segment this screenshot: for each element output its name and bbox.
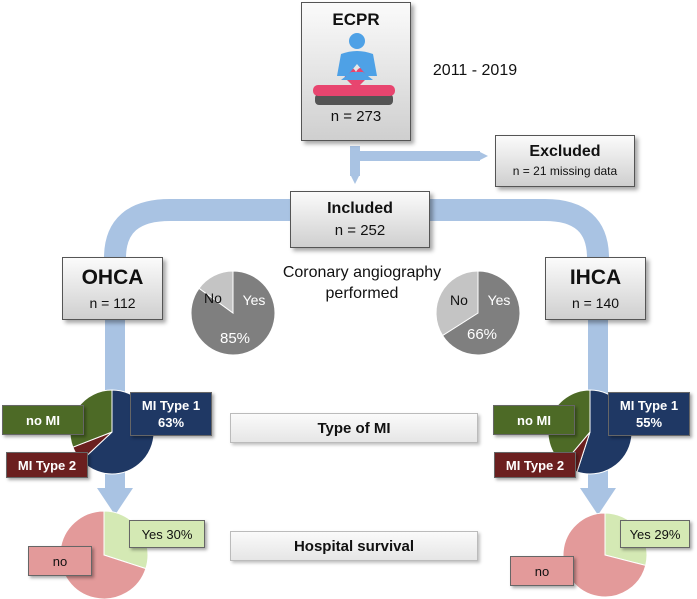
ihca-title: IHCA [569,266,622,289]
period-label: 2011 - 2019 [432,62,518,79]
ohca-survival-yes-tag: Yes 30% [129,520,205,548]
ihca-mi-type1-pct: 55% [635,415,663,430]
ihca-survival-no-tag: no [510,556,574,586]
ohca-angio-no-label: No [204,290,222,306]
ihca-angio-yes-label: Yes [487,292,511,308]
ohca-mi-type1-tag: MI Type 1 63% [130,392,212,436]
ohca-mi-type2-tag: MI Type 2 [6,452,88,478]
type-of-mi-label: Type of MI [230,413,478,443]
ecpr-box: ECPR n = 273 [301,2,411,141]
ohca-mi-type1-label: MI Type 1 [141,398,201,413]
ohca-angio-no-slice [198,270,234,314]
included-n: n = 252 [334,222,386,239]
ohca-angio-yes-label: Yes [242,292,266,308]
ohca-survival-no-tag: no [28,546,92,576]
angiography-label-line1: Coronary angiography [282,264,442,281]
ihca-angio-no-label: No [450,292,468,308]
cpr-person-icon [313,33,395,105]
ihca-mi-type1-label: MI Type 1 [619,398,679,413]
ihca-n: n = 140 [571,295,620,311]
excluded-box: Excluded n = 21 missing data [495,135,635,187]
ohca-box: OHCA n = 112 [62,257,163,320]
ohca-survival-no-slice [59,510,147,599]
ecpr-n: n = 273 [330,108,382,125]
included-box: Included n = 252 [290,191,430,248]
ohca-mi-type1-pct: 63% [157,415,185,430]
ohca-title: OHCA [81,266,144,289]
ihca-survival-yes-tag: Yes 29% [620,520,690,548]
ihca-mi-type2-tag: MI Type 2 [494,452,576,478]
ohca-no-mi-tag: no MI [2,405,84,435]
ihca-box: IHCA n = 140 [545,257,646,320]
arrow-included-to-ohca [104,199,290,259]
ihca-angio-pct: 66% [466,326,498,343]
angiography-label: Coronary angiography performed [262,262,462,304]
hospital-survival-label: Hospital survival [230,531,478,561]
angiography-label-line2: performed [325,285,399,302]
ihca-no-mi-tag: no MI [493,405,575,435]
ihca-angio-yes-slice [441,270,521,356]
ecpr-title: ECPR [332,10,380,29]
excluded-detail: n = 21 missing data [512,164,618,178]
arrow-included-to-ihca [430,199,609,259]
ohca-n: n = 112 [89,295,136,311]
included-title: Included [327,200,393,217]
ohca-angio-pct: 85% [219,330,251,347]
ihca-mi-type1-tag: MI Type 1 55% [608,392,690,436]
ihca-angio-no-slice [435,270,479,337]
excluded-title: Excluded [529,143,601,160]
